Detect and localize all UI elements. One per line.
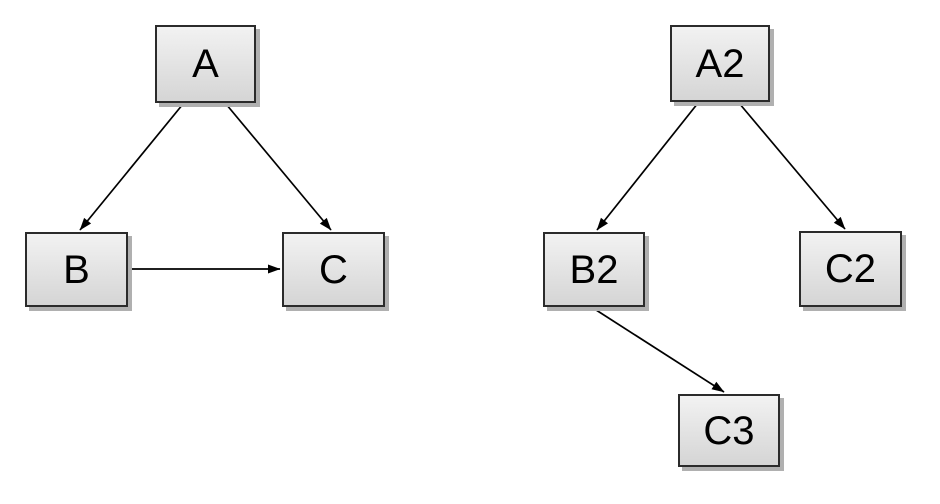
node-label: C3 bbox=[703, 408, 755, 453]
node-label: C bbox=[319, 247, 348, 292]
node-label: B2 bbox=[569, 247, 619, 292]
node-A2: A2 bbox=[670, 25, 770, 102]
node-C2: C2 bbox=[799, 231, 902, 307]
node-label: C2 bbox=[824, 247, 877, 291]
node-C3: C3 bbox=[678, 394, 780, 467]
node-B: B bbox=[25, 232, 128, 307]
node-B2: B2 bbox=[543, 232, 645, 307]
node-label: A bbox=[192, 42, 219, 86]
node-label: A2 bbox=[695, 41, 745, 86]
node-A: A bbox=[155, 25, 256, 103]
node-C: C bbox=[282, 232, 385, 307]
node-label: B bbox=[63, 247, 90, 292]
